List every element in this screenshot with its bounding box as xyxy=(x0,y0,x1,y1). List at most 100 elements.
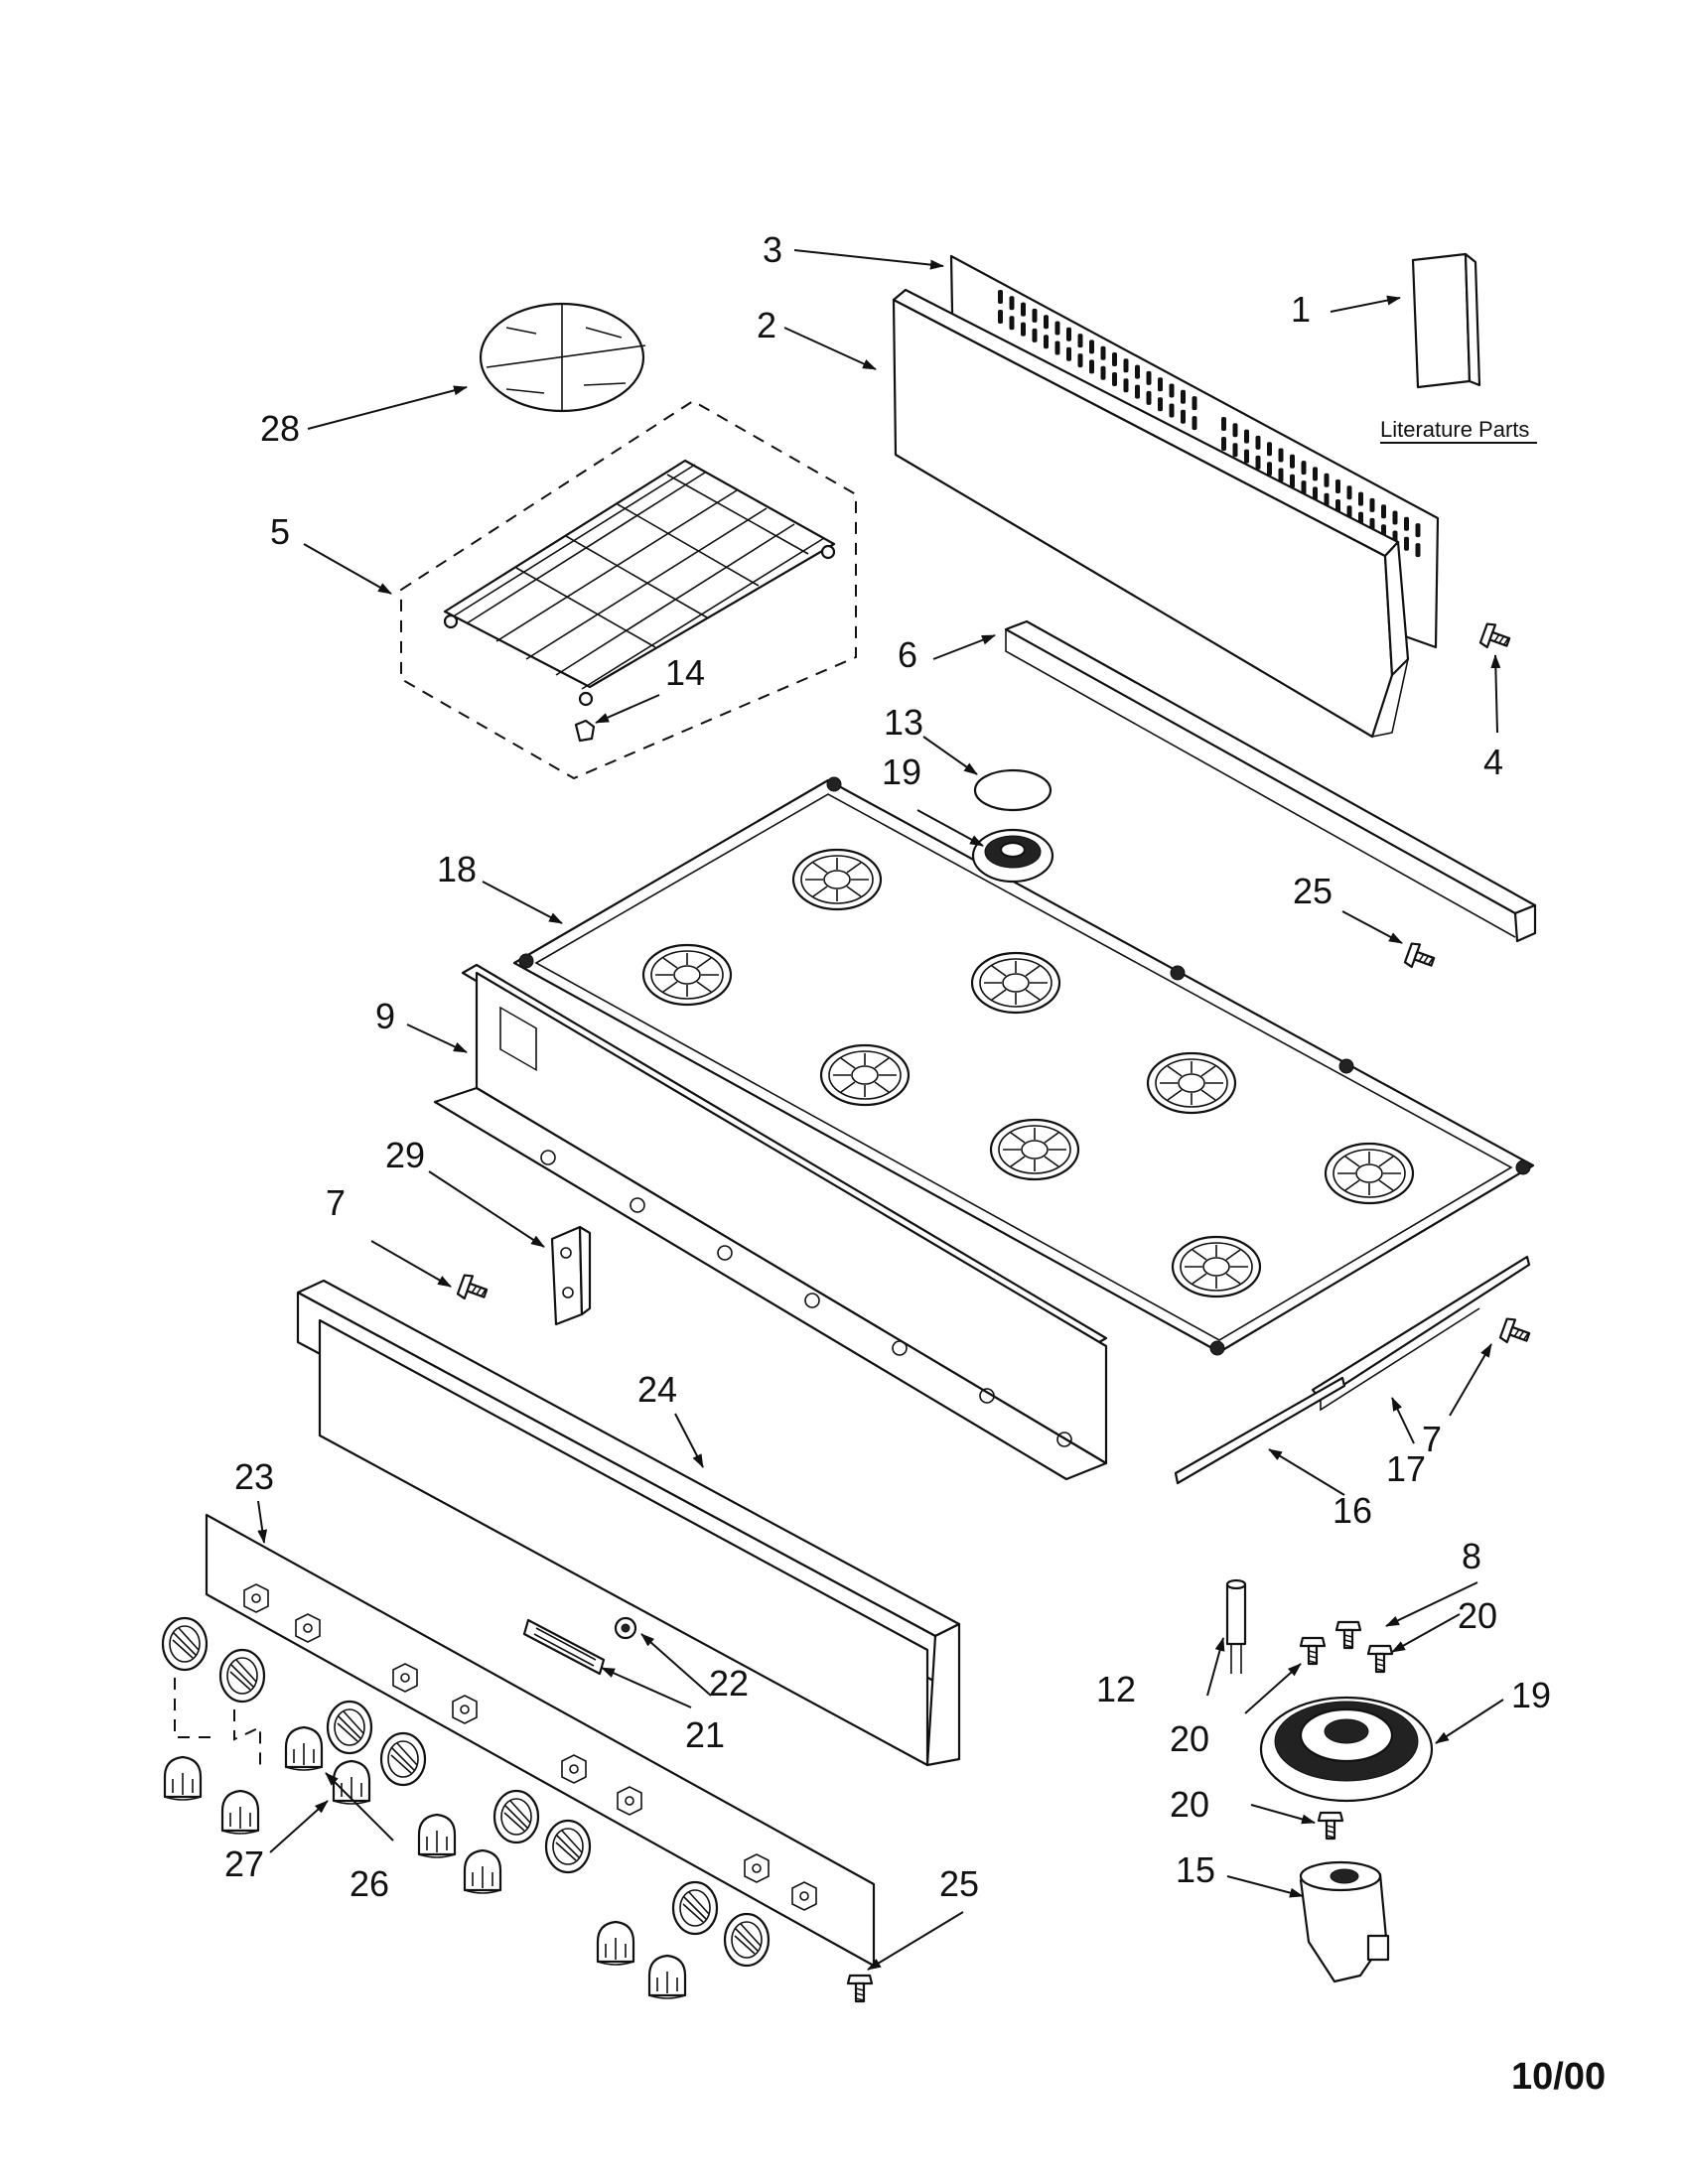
callout-1: 1 xyxy=(1291,289,1311,330)
callout-20-right: 20 xyxy=(1458,1595,1497,1636)
cooktop xyxy=(512,776,1535,1356)
callout-28: 28 xyxy=(260,408,300,449)
callout-25-bottom: 25 xyxy=(939,1863,979,1904)
callout-13: 13 xyxy=(884,702,923,743)
vent-slot xyxy=(1146,370,1152,385)
rear-rail xyxy=(1004,619,1537,943)
callout-7-right: 7 xyxy=(1422,1419,1442,1459)
vent-slot xyxy=(1415,543,1421,558)
vent-slot xyxy=(1267,442,1272,457)
callout-26: 26 xyxy=(350,1863,389,1904)
vent-slot xyxy=(1158,397,1163,412)
vent-slot xyxy=(1032,328,1038,342)
vent-slot xyxy=(1009,296,1015,311)
vent-slot xyxy=(1392,510,1398,525)
callout-5: 5 xyxy=(270,511,290,552)
callout-4: 4 xyxy=(1483,742,1503,782)
callout-6: 6 xyxy=(898,634,917,675)
vent-slot xyxy=(1221,417,1226,431)
vent-slot xyxy=(1077,353,1083,368)
vent-slot xyxy=(1146,390,1152,405)
vent-slot xyxy=(998,290,1003,304)
vent-slot xyxy=(1054,341,1060,355)
indicator-light xyxy=(614,1616,637,1640)
literature-parts-label: Literature Parts xyxy=(1380,417,1529,442)
callout-19-top: 19 xyxy=(882,751,921,792)
vent-slot xyxy=(1089,359,1094,374)
callout-7-left: 7 xyxy=(326,1182,346,1223)
callout-20-lower: 20 xyxy=(1170,1784,1209,1825)
callout-20-left: 20 xyxy=(1170,1718,1209,1759)
vent-slot xyxy=(1169,403,1175,418)
vent-slot xyxy=(1135,384,1140,399)
burner-valve xyxy=(1299,1860,1390,1983)
vent-slot xyxy=(1404,536,1409,551)
callout-15: 15 xyxy=(1176,1849,1215,1890)
vent-slot xyxy=(1066,327,1071,341)
vent-slot xyxy=(1301,461,1307,476)
burner-grate xyxy=(400,399,857,780)
callout-labels: 3 2 1 28 5 6 4 13 14 19 18 25 9 29 7 7 1… xyxy=(224,229,1551,1904)
screw-25-bottom xyxy=(846,1974,874,2003)
grate-mat xyxy=(479,302,646,413)
vent-slot xyxy=(1324,492,1330,507)
callout-8: 8 xyxy=(1462,1536,1481,1576)
callout-24: 23 xyxy=(234,1456,274,1497)
vent-slot xyxy=(1112,352,1117,366)
vent-slot xyxy=(1278,448,1284,463)
screw-25-top xyxy=(1403,940,1438,975)
vent-slot xyxy=(1232,443,1238,458)
vent-slot xyxy=(1278,468,1284,482)
control-panel xyxy=(296,1279,961,1767)
vent-slot xyxy=(1009,316,1015,331)
vent-slot xyxy=(1358,491,1363,506)
vent-slot xyxy=(1032,308,1038,323)
callout-23: 24 xyxy=(637,1369,677,1410)
vent-slot xyxy=(1255,435,1261,450)
vent-slot xyxy=(1324,473,1330,487)
vent-slot xyxy=(1192,396,1197,411)
vent-slot xyxy=(1100,365,1106,380)
vent-slot xyxy=(1290,474,1295,488)
date-code: 10/00 xyxy=(1511,2056,1606,2098)
vent-slot xyxy=(1301,480,1307,495)
vent-slot xyxy=(1232,423,1238,438)
vent-slot xyxy=(1244,429,1249,444)
vent-slot xyxy=(1244,449,1249,464)
vent-slot xyxy=(1112,372,1117,386)
burner-cap xyxy=(973,768,1052,812)
callout-27: 27 xyxy=(224,1843,264,1884)
vent-slot xyxy=(1404,516,1409,531)
screw-7-right xyxy=(1498,1315,1533,1350)
backguard xyxy=(892,288,1410,739)
screw-4 xyxy=(1478,620,1513,655)
callout-12: 12 xyxy=(1096,1669,1136,1709)
literature-booklet xyxy=(1411,252,1481,389)
screw-20-b xyxy=(1366,1644,1394,1674)
screw-7-left xyxy=(456,1272,491,1306)
callout-25-top: 25 xyxy=(1293,871,1333,911)
vent-slot xyxy=(1313,486,1318,501)
vent-slot xyxy=(1054,321,1060,336)
vent-slot xyxy=(1313,467,1318,481)
vent-slot xyxy=(1021,302,1026,317)
vent-slot xyxy=(998,310,1003,324)
callout-16: 16 xyxy=(1333,1490,1372,1531)
vent-slot xyxy=(1021,322,1026,337)
vent-slot xyxy=(1135,364,1140,379)
callout-21: 21 xyxy=(685,1714,725,1755)
vent-slot xyxy=(1290,454,1295,469)
screw-8 xyxy=(1334,1620,1362,1650)
callout-9: 9 xyxy=(375,996,395,1036)
vent-slot xyxy=(1169,383,1175,398)
leader-lines xyxy=(257,249,1504,1971)
igniter xyxy=(1225,1578,1247,1674)
vent-slot xyxy=(1123,358,1129,373)
callout-17: 17 xyxy=(1386,1448,1426,1489)
vent-slot xyxy=(1267,462,1272,477)
vent-slot xyxy=(1044,315,1049,330)
callout-29: 29 xyxy=(385,1135,425,1175)
vent-slot xyxy=(1123,378,1129,393)
vent-slot xyxy=(1181,389,1186,404)
callout-19: 19 xyxy=(1511,1675,1551,1715)
